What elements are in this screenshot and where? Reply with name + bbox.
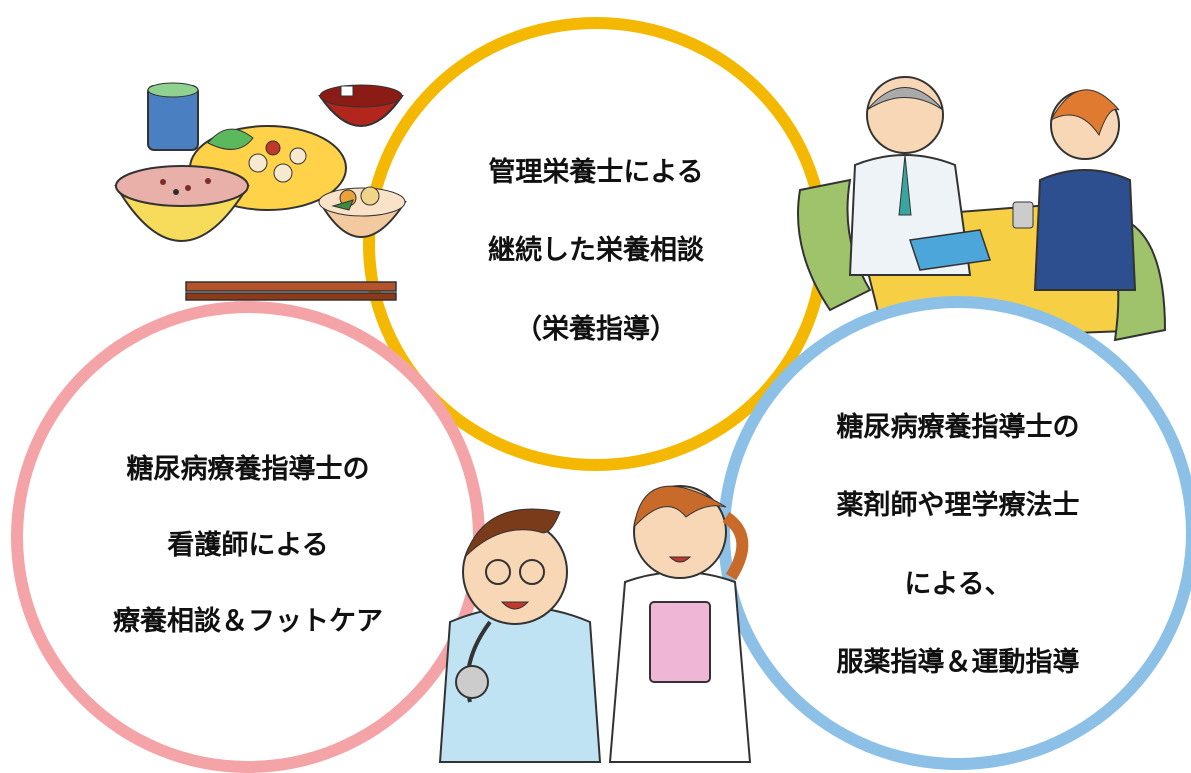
pharmacy-label: 糖尿病療養指導士の 薬剤師や理学療法士 による、 服薬指導＆運動指導 — [790, 405, 1126, 678]
nutrition-line-2: 継続した栄養相談 — [488, 235, 704, 266]
meal-illustration — [114, 82, 407, 301]
nursing-label: 糖尿病療養指導士の 看護師による 療養相談＆フットケア — [78, 447, 418, 647]
pharmacy-line-2: 薬剤師や理学療法士 — [836, 490, 1080, 521]
nursing-line-2: 看護師による — [167, 530, 329, 561]
nutrition-label: 管理栄養士による 継続した栄養相談 （栄養指導） — [430, 150, 762, 350]
pharmacy-line-1: 糖尿病療養指導士の — [836, 412, 1080, 443]
nursing-line-3: 療養相談＆フットケア — [113, 606, 383, 637]
pharmacy-line-4: 服薬指導＆運動指導 — [836, 647, 1080, 678]
medical-staff-illustration — [438, 485, 752, 763]
nutrition-line-3: （栄養指導） — [515, 314, 677, 345]
nutrition-line-1: 管理栄養士による — [488, 157, 704, 188]
pharmacy-line-3: による、 — [904, 569, 1012, 600]
nursing-line-1: 糖尿病療養指導士の — [126, 454, 370, 485]
